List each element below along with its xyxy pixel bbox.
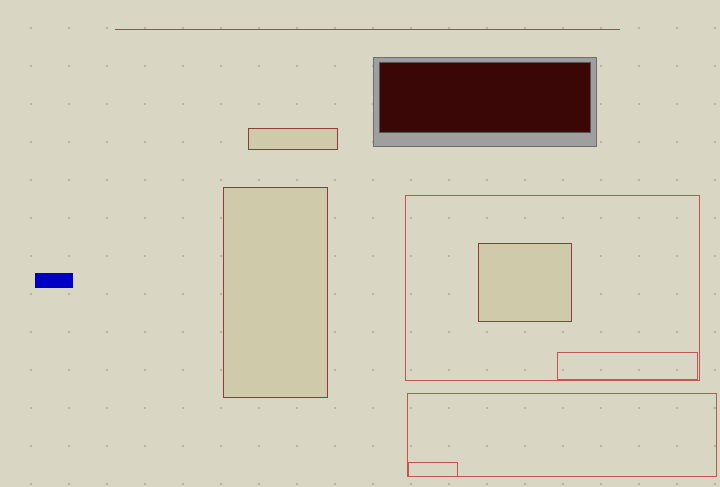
title-underline bbox=[115, 29, 620, 30]
respack-body[interactable] bbox=[248, 128, 338, 150]
reset-key-label bbox=[35, 273, 73, 288]
keypad-label-box bbox=[408, 462, 458, 477]
motor-driver-module-box bbox=[405, 195, 700, 381]
mcu-at89c52-body[interactable] bbox=[223, 187, 328, 398]
l298-body[interactable] bbox=[478, 243, 572, 322]
keypad-module-box bbox=[407, 393, 717, 477]
motor-driver-label-box bbox=[557, 352, 698, 380]
seven-segment-glass bbox=[379, 62, 591, 133]
